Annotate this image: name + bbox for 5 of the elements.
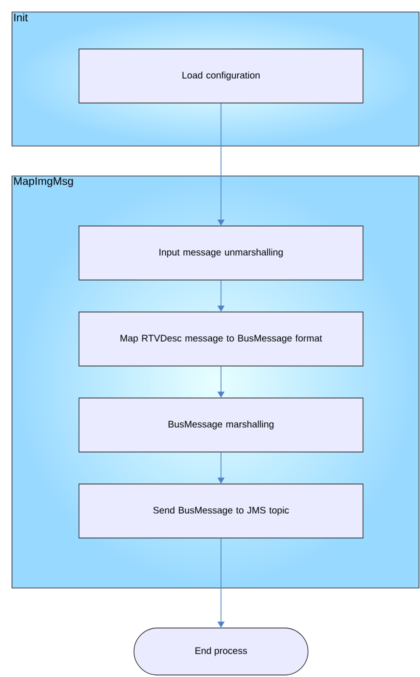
- process-box: Map RTVDesc message to BusMessage format: [78, 312, 364, 366]
- process-box: Send BusMessage to JMS topic: [78, 484, 364, 538]
- process-box: BusMessage marshalling: [78, 398, 364, 452]
- process-box: Load configuration: [78, 48, 364, 104]
- process-box: Input message unmarshalling: [78, 226, 364, 280]
